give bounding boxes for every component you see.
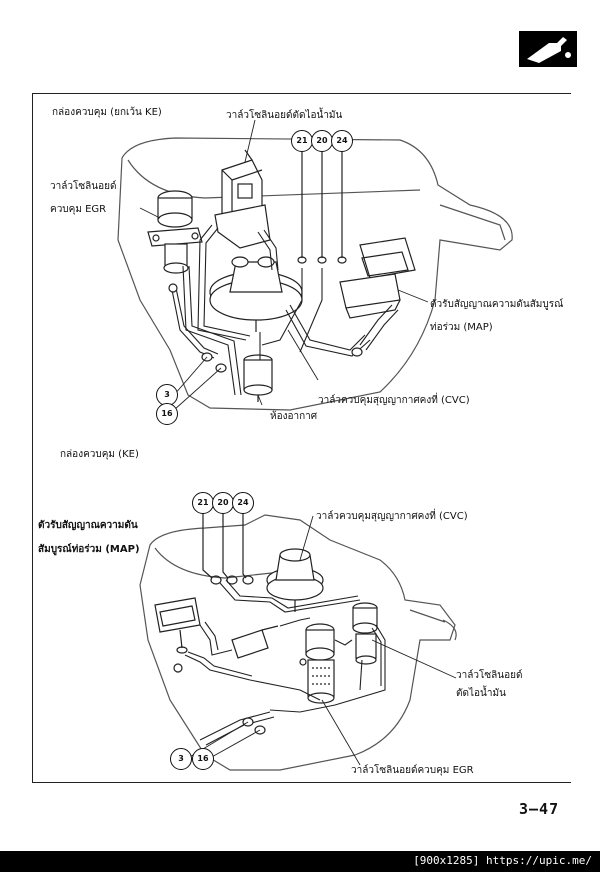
bottom-egr-solenoid-label: วาล์วโซลินอยด์ควบคุม EGR bbox=[351, 765, 474, 776]
diagram-frame bbox=[32, 93, 571, 783]
bottom-section-title: กล่องควบคุม (KE) bbox=[60, 449, 139, 460]
bottom-cvc-valve-label: วาล์วควบคุมสุญญากาศคงที่ (CVC) bbox=[316, 511, 468, 522]
bottom-air-chamber bbox=[231, 625, 279, 659]
bottom-cvc-valve bbox=[266, 548, 324, 612]
bottom-hose-stubs bbox=[202, 512, 254, 585]
top-cvc-valve bbox=[209, 256, 303, 332]
top-fuel-cut-solenoid-label: วาล์วโซลินอยด์ตัดไอน้ำมัน bbox=[226, 110, 343, 121]
top-map-sensor-label-1: ตัวรับสัญญาณความดันสัมบูรณ์ bbox=[430, 299, 564, 310]
top-map-sensor bbox=[339, 237, 416, 319]
fuel-nozzle-icon bbox=[519, 31, 577, 67]
bottom-map-sensor-label-1: ตัวรับสัญญาณความดัน bbox=[38, 520, 138, 531]
top-egr-solenoid-label-1: วาล์วโซลินอยด์ bbox=[50, 181, 117, 192]
top-air-chamber-label: ห้องอากาศ bbox=[270, 411, 318, 422]
footer-bar: [900x1285] https://upic.me/ bbox=[0, 851, 600, 872]
bottom-map-sensor-label-2: สัมบูรณ์ท่อร่วม (MAP) bbox=[38, 544, 140, 555]
top-cvc-valve-label: วาล์วควบคุมสุญญากาศคงที่ (CVC) bbox=[318, 395, 470, 406]
top-section-title: กล่องควบคุม (ยกเว้น KE) bbox=[52, 107, 162, 118]
top-hose-stubs bbox=[297, 150, 347, 264]
top-air-chamber bbox=[243, 354, 273, 402]
top-hose-tag-21: 21 bbox=[291, 130, 313, 152]
bottom-map-sensor bbox=[154, 597, 201, 654]
top-hose-tag-20: 20 bbox=[311, 130, 333, 152]
bottom-fuel-cut-solenoid bbox=[352, 602, 378, 665]
bottom-egr-solenoid bbox=[299, 623, 335, 704]
bottom-leaders bbox=[187, 515, 457, 766]
bottom-hose-tag-20: 20 bbox=[212, 492, 234, 514]
bottom-fuel-cut-label-1: วาล์วโซลินอยด์ bbox=[456, 670, 523, 681]
top-map-sensor-label-2: ท่อร่วม (MAP) bbox=[430, 322, 493, 333]
top-hose-tag-16: 16 bbox=[156, 403, 178, 425]
top-egr-solenoid bbox=[147, 190, 203, 274]
bottom-fuel-cut-label-2: ตัดไอน้ำมัน bbox=[456, 688, 506, 699]
bottom-hose-tag-3: 3 bbox=[170, 748, 192, 770]
top-leaders bbox=[139, 119, 429, 411]
top-hose-tag-24: 24 bbox=[331, 130, 353, 152]
bottom-hose-tag-16: 16 bbox=[192, 748, 214, 770]
bottom-hose-tag-24: 24 bbox=[232, 492, 254, 514]
bottom-hose-tag-21: 21 bbox=[192, 492, 214, 514]
top-fuel-cut-solenoid bbox=[214, 149, 271, 249]
top-control-box bbox=[117, 137, 513, 411]
page-number: 3–47 bbox=[519, 800, 560, 818]
footer-text[interactable]: [900x1285] https://upic.me/ bbox=[413, 854, 592, 867]
top-egr-solenoid-label-2: ควบคุม EGR bbox=[50, 204, 107, 215]
bottom-control-box bbox=[139, 514, 457, 771]
